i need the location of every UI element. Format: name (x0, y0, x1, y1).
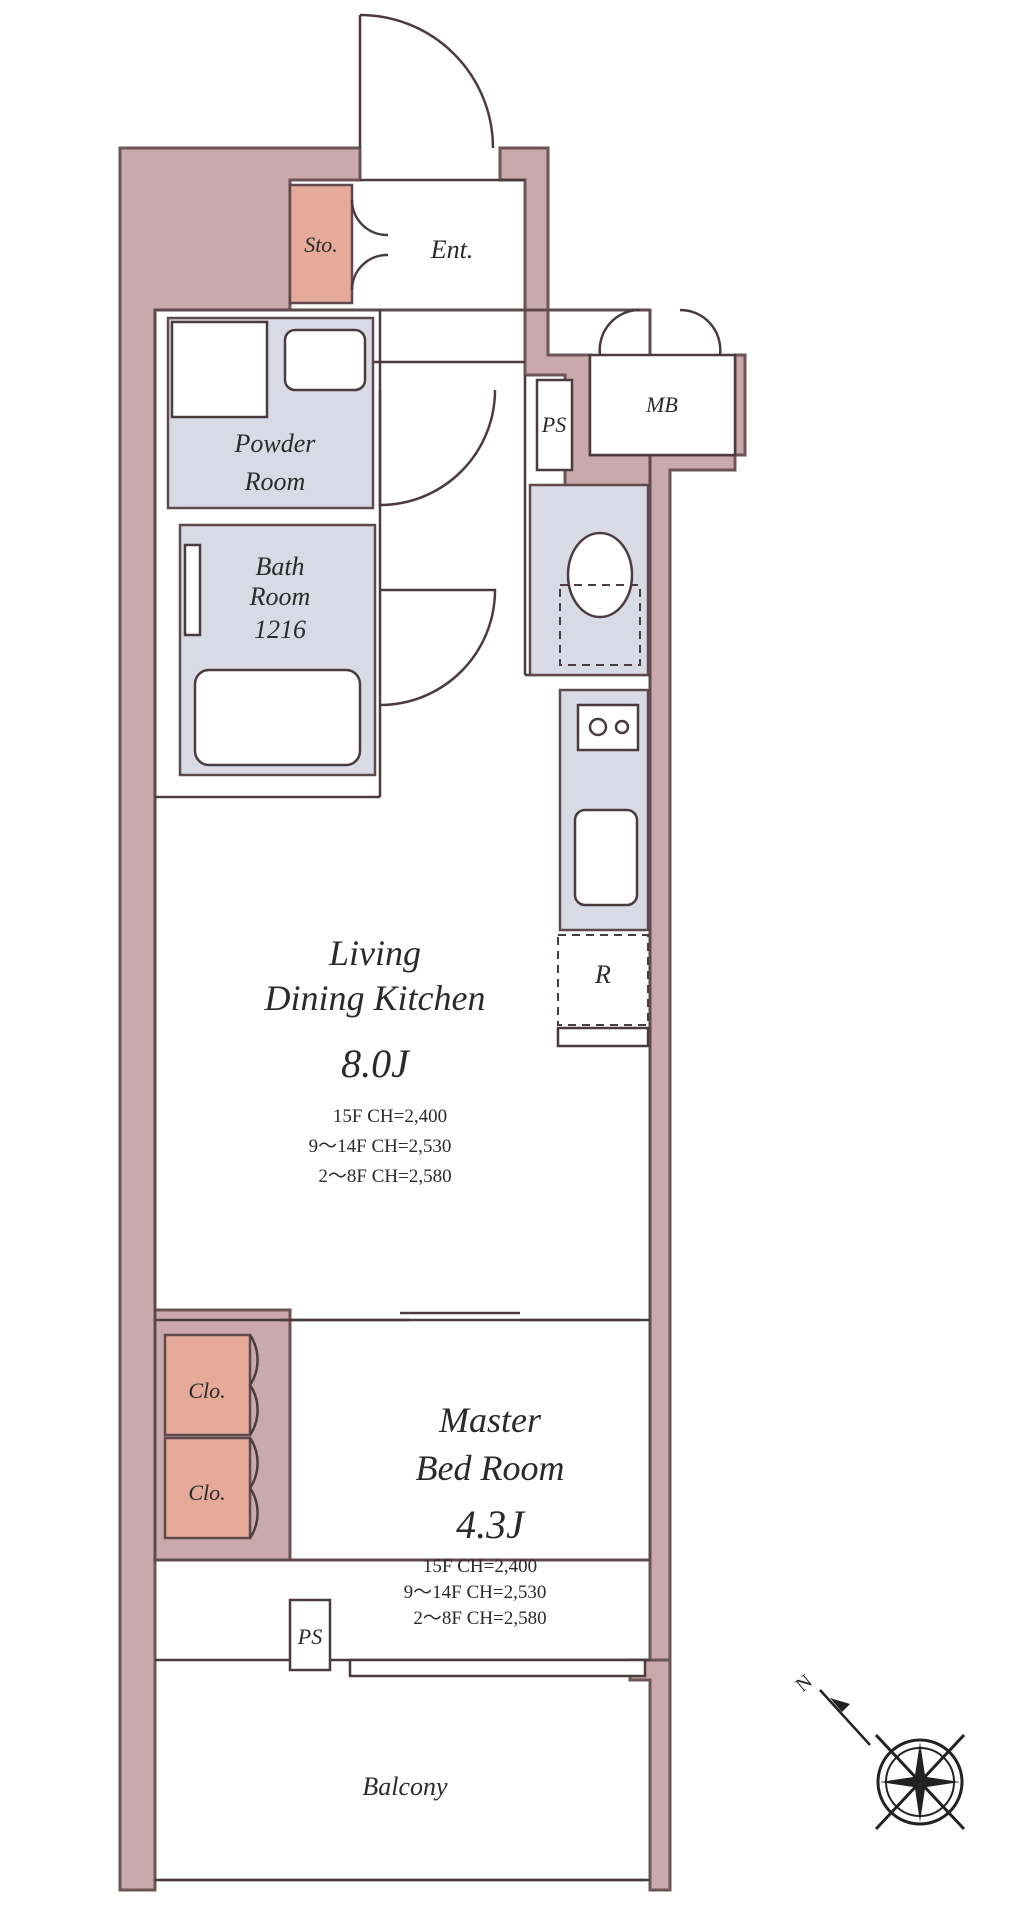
ldk-ceiling-height-2: 9～14F CH=2,530 (309, 1136, 452, 1157)
storage-door (350, 199, 389, 291)
bed-ceiling-height-3: 2～8F CH=2,580 (413, 1608, 546, 1629)
balcony-window (348, 1658, 647, 1678)
closet-2-label: Clo. (188, 1480, 225, 1505)
bath-room-label-2: Room (249, 582, 311, 611)
bathtub (193, 668, 362, 767)
washing-machine (170, 320, 269, 419)
stove-burner-left (588, 717, 608, 737)
meter-box-label: MB (645, 392, 678, 417)
pipe-space-top (535, 378, 574, 472)
closet-1-label: Clo. (188, 1378, 225, 1403)
compass-icon: N (792, 1670, 966, 1831)
balcony-label: Balcony (362, 1772, 448, 1801)
compass-north-letter: N (792, 1670, 817, 1696)
closet-2 (163, 1436, 252, 1540)
closet-doors (248, 1334, 259, 1539)
refrigerator (557, 934, 649, 1026)
bath-room-door (379, 588, 497, 707)
wash-basin (283, 328, 367, 392)
entrance-door (358, 13, 495, 149)
ldk-label-1: Living (328, 933, 421, 973)
refrigerator-label: R (594, 960, 611, 989)
ldk-ceiling-height-1: 15F CH=2,400 (333, 1106, 447, 1127)
ldk-ceiling-height-3: 2～8F CH=2,580 (318, 1166, 451, 1187)
powder-room-label-2: Room (244, 467, 306, 496)
toilet-storage (559, 584, 641, 666)
meter-box (588, 353, 737, 457)
storage-label: Sto. (304, 232, 338, 257)
pipe-space-bottom-label: PS (297, 1624, 322, 1649)
meter-box-doors (598, 308, 722, 356)
entrance-label: Ent. (430, 235, 474, 264)
pipe-space-top-label: PS (541, 412, 566, 437)
bed-room-area: 4.3J (456, 1502, 526, 1547)
storage-closet (288, 183, 354, 305)
sliding-door (280, 1311, 640, 1322)
bath-shelf (183, 543, 202, 637)
bed-ceiling-height-2: 9～14F CH=2,530 (404, 1582, 547, 1603)
bed-room-label-1: Master (438, 1400, 542, 1440)
ldk-label-2: Dining Kitchen (264, 978, 486, 1018)
bed-ceiling-height-1: 15F CH=2,400 (423, 1556, 537, 1577)
powder-room-door (378, 389, 497, 507)
ldk-area: 8.0J (341, 1041, 411, 1086)
bath-room-label-3: 1216 (254, 615, 306, 644)
closet-1 (163, 1333, 252, 1437)
bed-room-label-2: Bed Room (416, 1448, 565, 1488)
kitchen-sink (573, 808, 639, 907)
toilet (566, 531, 634, 619)
bath-room-label-1: Bath (255, 552, 304, 581)
pipe-space-bottom (288, 1598, 332, 1672)
stove-burner-right (614, 719, 630, 735)
kitchen-cabinet (556, 1026, 650, 1048)
powder-room-label-1: Powder (234, 429, 317, 458)
